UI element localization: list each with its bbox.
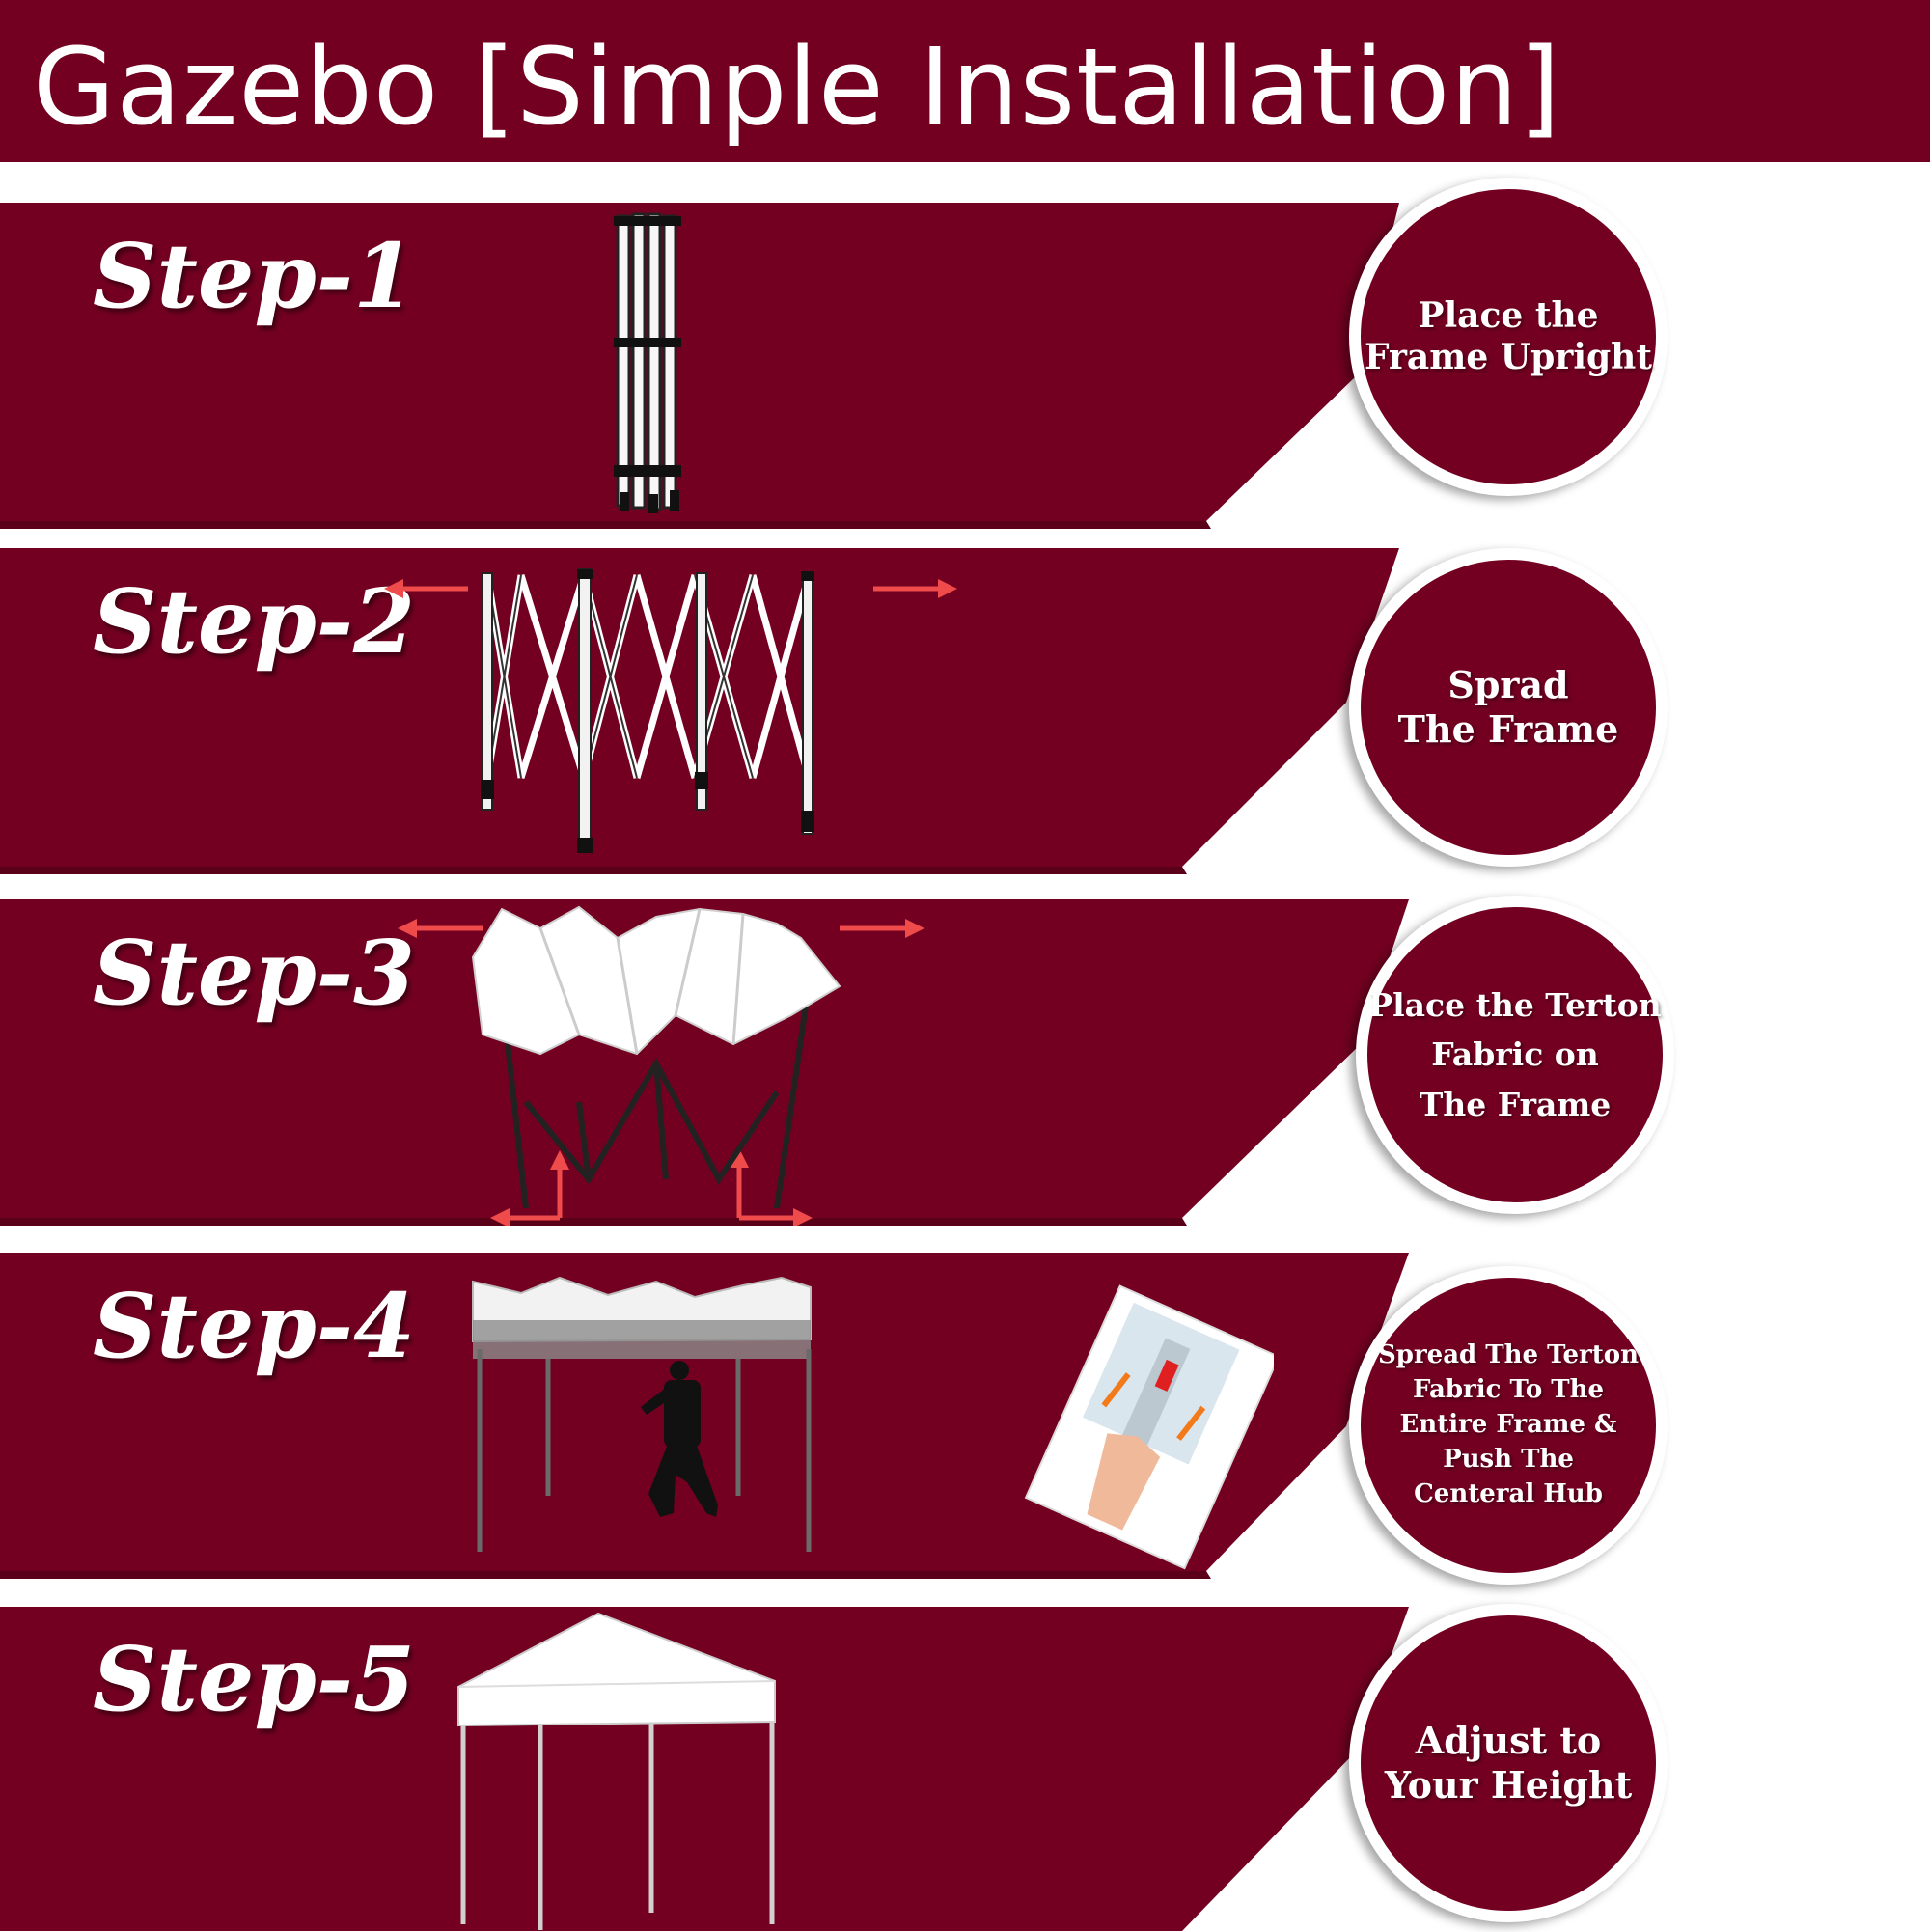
folded-frame-icon <box>614 212 681 513</box>
step-band <box>0 1607 1409 1931</box>
step-band <box>0 203 1399 529</box>
step-2-caption: Sprad The Frame <box>1397 663 1619 751</box>
finished-gazebo-icon <box>457 1612 776 1930</box>
hub-closeup-photo-icon <box>1024 1284 1274 1570</box>
step-3-panel: Step-3 Place the Terton Fabric on The Fr… <box>0 896 1930 1226</box>
expanding-frame-icon <box>384 568 957 853</box>
step-1-caption-circle: Place the Frame Upright <box>1349 178 1668 496</box>
page-title: Gazebo [Simple Installation] <box>33 25 1561 149</box>
step-5-panel: Step-5 Adjust to Your Height <box>0 1604 1930 1932</box>
step-2-caption-circle: Sprad The Frame <box>1349 548 1668 867</box>
step-4-panel: Step-4 Spread The Terton Fabric To The E… <box>0 1253 1930 1585</box>
step-band <box>0 899 1409 1226</box>
step-5-label: Step-5 <box>93 1627 415 1731</box>
step-4-label: Step-4 <box>93 1274 415 1378</box>
step-3-caption: Place the Terton Fabric on The Frame <box>1368 986 1662 1123</box>
step-1-caption: Place the Frame Upright <box>1365 294 1652 377</box>
spread-fabric-icon <box>472 1276 1274 1570</box>
step-5-caption-circle: Adjust to Your Height <box>1349 1604 1668 1922</box>
step-3-label: Step-3 <box>93 921 415 1025</box>
step-2-label: Step-2 <box>93 569 415 674</box>
step-5-caption: Adjust to Your Height <box>1384 1719 1633 1807</box>
fabric-on-frame-icon <box>398 905 924 1226</box>
step-4-caption: Spread The Terton Fabric To The Entire F… <box>1378 1340 1639 1508</box>
step-2-panel: Step-2 Sprad The Frame <box>0 548 1930 874</box>
title-bar: Gazebo [Simple Installation] <box>0 0 1930 162</box>
step-1-panel: Step-1 Place the Frame Upright <box>0 178 1930 529</box>
step-3-caption-circle: Place the Terton Fabric on The Frame <box>1356 896 1674 1214</box>
step-1-label: Step-1 <box>93 224 415 328</box>
step-4-caption-circle: Spread The Terton Fabric To The Entire F… <box>1349 1266 1668 1585</box>
